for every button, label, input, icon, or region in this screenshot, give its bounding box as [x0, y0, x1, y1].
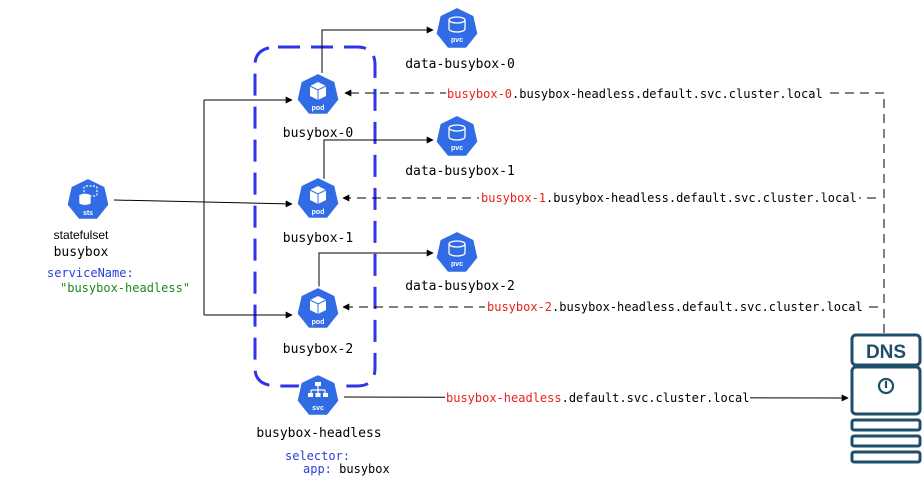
dns-record-pod2-host: busybox-2: [487, 300, 552, 314]
pvc-icon-1-label: pvc: [451, 145, 463, 152]
pvc-icon-2[interactable]: pvc: [434, 230, 480, 274]
dns-record-service-domain: .default.svc.cluster.local: [562, 391, 750, 405]
service-name-value: "busybox-headless": [60, 281, 190, 295]
pvc-name-2: data-busybox-2: [405, 279, 515, 294]
dns-record-pod2-domain: .busybox-headless.default.svc.cluster.lo…: [552, 300, 863, 314]
dns-record-pod0: busybox-0.busybox-headless.default.svc.c…: [446, 85, 824, 101]
pvc-icon-0-label: pvc: [451, 37, 463, 44]
dns-record-service-host: busybox-headless: [446, 391, 562, 405]
power-icon: [877, 377, 895, 395]
svg-text:busybox-headless.default.svc.c: busybox-headless.default.svc.cluster.loc…: [446, 391, 749, 405]
svg-text:busybox-0.busybox-headless.def: busybox-0.busybox-headless.default.svc.c…: [447, 87, 823, 101]
pod-group-boundary: [253, 45, 377, 388]
pod-icon-2-label: pod: [312, 319, 325, 326]
selector-app: app: busybox: [303, 462, 390, 476]
dns-server-icon[interactable]: DNS: [850, 333, 922, 464]
selector-app-value: busybox: [339, 462, 390, 476]
dns-record-pod1-host: busybox-1: [481, 191, 546, 205]
pod-icon-1-label: pod: [312, 209, 325, 216]
dns-record-pod0-domain: .busybox-headless.default.svc.cluster.lo…: [512, 87, 823, 101]
dns-record-pod1: busybox-1.busybox-headless.default.svc.c…: [479, 190, 859, 206]
selector-app-key: app:: [303, 462, 332, 476]
pod-icon-1[interactable]: pod: [295, 176, 341, 220]
pod-icon-2[interactable]: pod: [295, 286, 341, 330]
dns-server-label: DNS: [866, 342, 906, 363]
service-name: busybox-headless: [256, 426, 381, 441]
pvc-icon-2-label: pvc: [451, 261, 463, 268]
pod-name-1: busybox-1: [283, 231, 353, 246]
pod-to-pvc-connectors: [318, 26, 434, 288]
dns-to-pod-arrows: [342, 89, 885, 333]
dns-record-pod1-domain: .busybox-headless.default.svc.cluster.lo…: [546, 191, 857, 205]
dns-record-pod0-host: busybox-0: [447, 87, 512, 101]
service-name-key: serviceName:: [47, 266, 134, 280]
pod-icon-0[interactable]: pod: [295, 72, 341, 116]
selector-key: selector:: [285, 449, 350, 463]
svg-text:busybox-2.busybox-headless.def: busybox-2.busybox-headless.default.svc.c…: [487, 300, 863, 314]
statefulset-icon-label: sts: [83, 210, 93, 217]
statefulset-kind: statefulset: [54, 228, 109, 242]
service-icon[interactable]: svc: [295, 373, 341, 417]
pvc-name-1: data-busybox-1: [405, 164, 515, 179]
svg-text:busybox-1.busybox-headless.def: busybox-1.busybox-headless.default.svc.c…: [481, 191, 857, 205]
pvc-icon-0[interactable]: pvc: [434, 6, 480, 50]
service-icon-label: svc: [312, 405, 324, 412]
statefulset-icon[interactable]: sts: [65, 177, 111, 221]
pvc-icon-1[interactable]: pvc: [434, 114, 480, 158]
statefulset-name: busybox: [54, 245, 109, 260]
pvc-name-0: data-busybox-0: [405, 57, 515, 72]
pod-icon-0-label: pod: [312, 105, 325, 112]
pod-name-2: busybox-2: [283, 342, 353, 357]
sts-to-pod-connectors: [113, 96, 293, 319]
dns-record-service: busybox-headless.default.svc.cluster.loc…: [445, 390, 750, 406]
dns-record-pod2: busybox-2.busybox-headless.default.svc.c…: [485, 299, 863, 315]
pod-name-0: busybox-0: [283, 126, 353, 141]
